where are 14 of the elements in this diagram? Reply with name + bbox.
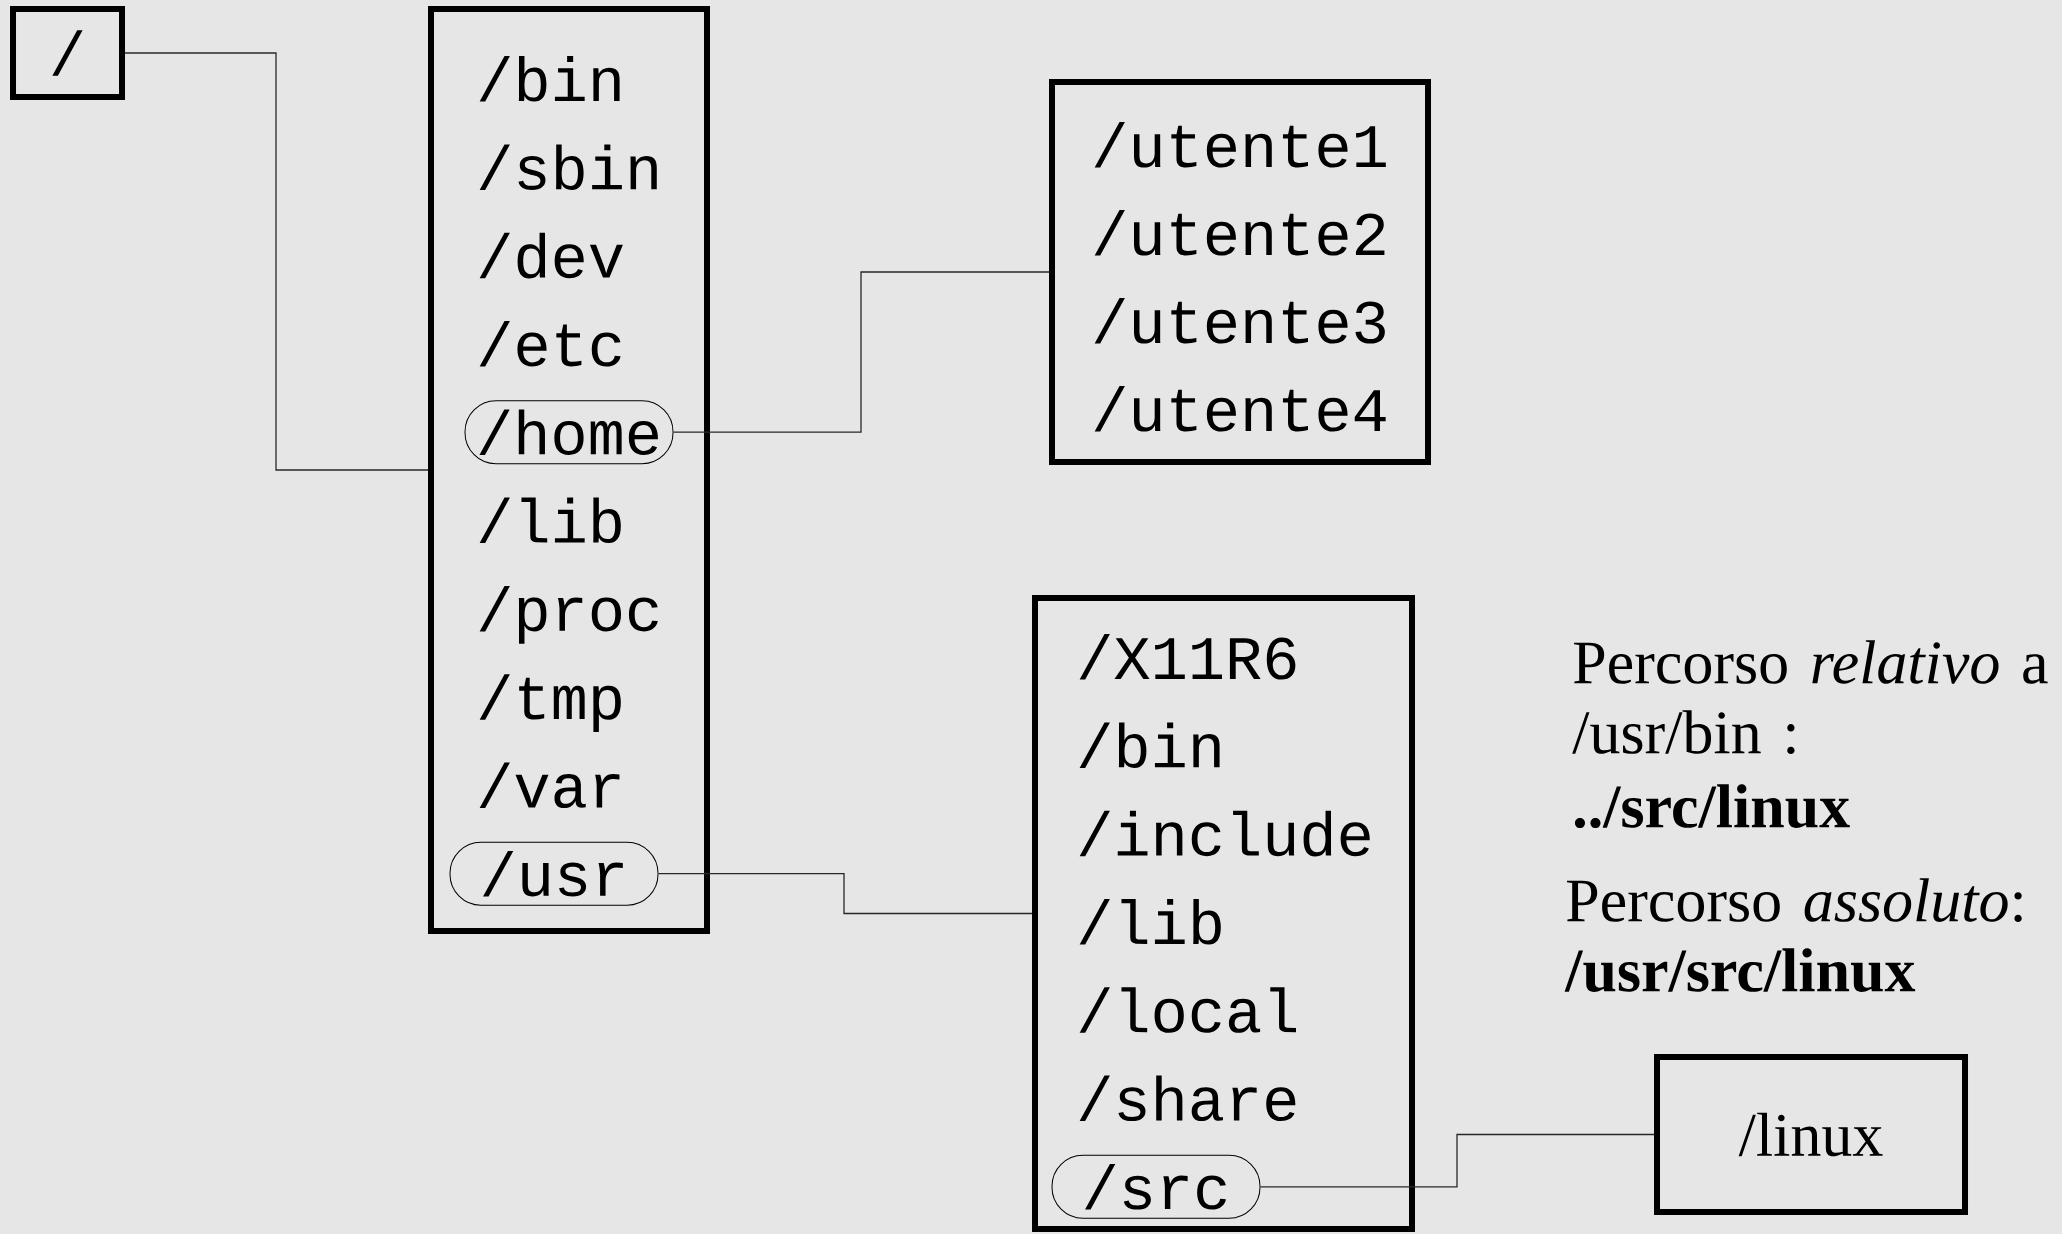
directory-box: /	[10, 6, 125, 100]
connector-line	[1259, 1133, 1655, 1188]
path-note: Percorso relativo a /usr/bin :	[1572, 640, 2048, 755]
connector-line	[124, 52, 429, 471]
directory-box: /utente1 /utente2 /utente3 /utente4	[1049, 79, 1431, 465]
highlighted-directory: /src	[1051, 1154, 1261, 1219]
path-note: /usr/src/linux	[1564, 948, 1916, 992]
path-note: ../src/linux	[1574, 784, 1850, 829]
path-note: Percorso assoluto:	[1567, 878, 2022, 923]
connector-line	[672, 271, 1050, 433]
highlighted-directory: /home	[464, 400, 674, 465]
connector-line	[657, 873, 1033, 915]
highlighted-directory: /usr	[449, 841, 659, 906]
directory-box: /linux	[1654, 1054, 1968, 1215]
